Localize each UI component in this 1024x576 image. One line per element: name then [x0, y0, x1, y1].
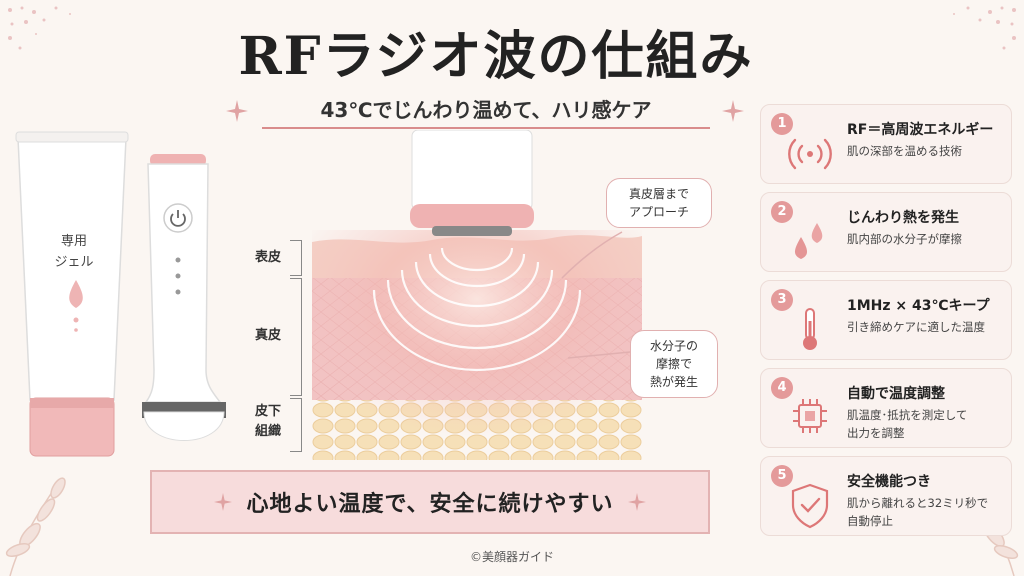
page-title: RFラジオ波の仕組み	[238, 26, 754, 87]
callout-pointer	[567, 351, 631, 359]
feature-number: 3	[771, 289, 793, 311]
dermis-bracket	[290, 278, 302, 396]
gel-label: 専用 ジェル	[54, 234, 94, 270]
subcutis-label: 皮下 組織	[254, 404, 281, 439]
feature-title: 自動で温度調整	[847, 386, 945, 402]
feature-card-4: 4 自動で温度調整 肌温度･抵抗を測定して 出力を調整	[760, 368, 1012, 448]
feature-number: 2	[771, 201, 793, 223]
feature-card-3: 3 1MHz × 43℃キープ 引き締めケアに適した温度	[760, 280, 1012, 360]
feature-desc: 肌内部の水分子が摩擦	[847, 232, 962, 246]
summary-banner: 心地よい温度で、安全に続けやすい	[150, 470, 710, 534]
chip-icon	[793, 399, 827, 433]
leaf-decoration	[5, 477, 66, 576]
feature-desc: 肌の深部を温める技術	[847, 144, 962, 158]
copyright: ©美顔器ガイド	[469, 550, 554, 564]
shield-check-icon	[791, 483, 829, 529]
callout-pointer	[561, 231, 623, 279]
epidermis-bracket	[290, 240, 302, 276]
feature-desc: 肌温度･抵抗を測定して 出力を調整	[847, 408, 968, 440]
feature-card-5: 5 安全機能つき 肌から離れると32ミリ秒で 自動停止	[760, 456, 1012, 536]
epidermis-label: 表皮	[254, 250, 281, 265]
feature-title: 安全機能つき	[847, 474, 931, 490]
dermis-label: 真皮	[254, 328, 281, 343]
radio-wave-icon	[788, 138, 832, 170]
sparkle-icon	[214, 493, 233, 511]
subtitle: 43℃でじんわり温めて、ハリ感ケア	[262, 94, 710, 129]
callout-dermis-reach: 真皮層まで アプローチ	[606, 178, 712, 228]
feature-title: 1MHz × 43℃キープ	[847, 298, 990, 314]
feature-card-2: 2 じんわり熱を発生 肌内部の水分子が摩擦	[760, 192, 1012, 272]
power-icon[interactable]	[170, 210, 186, 227]
feature-title: じんわり熱を発生	[847, 210, 959, 226]
gel-tube	[15, 131, 129, 457]
feature-desc: 肌から離れると32ミリ秒で 自動停止	[847, 496, 989, 528]
feature-desc: 引き締めケアに適した温度	[847, 320, 985, 334]
feature-number: 5	[771, 465, 793, 487]
banner-text: 心地よい温度で、安全に続けやすい	[246, 492, 614, 517]
water-drops-icon	[794, 223, 823, 259]
skin-diagram	[312, 130, 642, 460]
feature-card-1: 1 RF＝高周波エネルギー 肌の深部を温める技術	[760, 104, 1012, 184]
thermometer-icon	[803, 308, 817, 350]
feature-title: RF＝高周波エネルギー	[847, 122, 994, 138]
corner-dots-decoration	[953, 6, 1016, 50]
sparkle-icon	[627, 493, 646, 511]
sparkle-icon	[226, 100, 248, 122]
callout-friction: 水分子の 摩擦で 熱が発生	[630, 330, 718, 398]
feature-number: 1	[771, 113, 793, 135]
feature-number: 4	[771, 377, 793, 399]
corner-dots-decoration	[8, 6, 71, 50]
rf-device	[142, 154, 226, 441]
sparkle-icon	[722, 100, 744, 122]
gel-drop-icon	[69, 280, 83, 308]
subcutis-bracket	[290, 398, 302, 452]
